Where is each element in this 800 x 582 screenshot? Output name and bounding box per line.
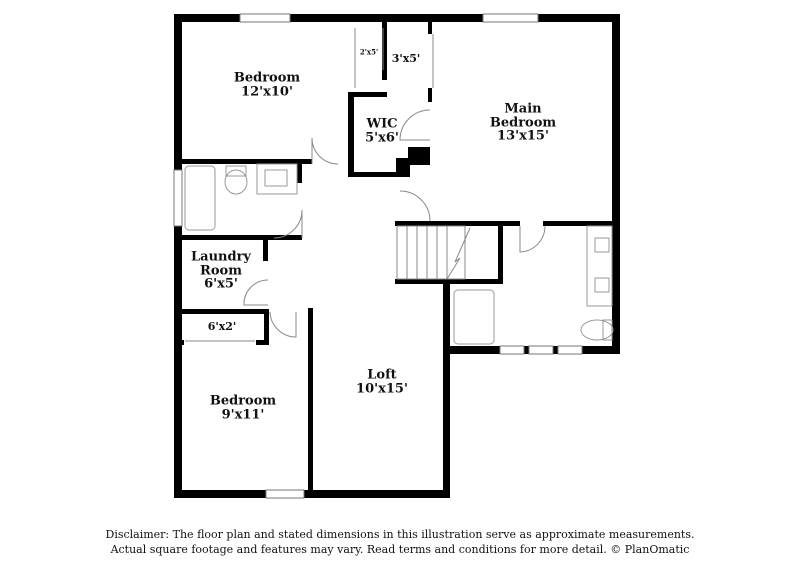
room-main-bedroom: Main Bedroom 13'x15' <box>489 101 557 144</box>
closet-3x5: 3'x5' <box>392 53 421 65</box>
disclaimer-line-1: Disclaimer: The floor plan and stated di… <box>105 528 695 541</box>
room-dims: 3'x5' <box>391 52 421 66</box>
room-dims: 13'x15' <box>497 128 549 144</box>
room-wic: WIC 5'x6' <box>365 117 399 144</box>
closet-6x2: 6'x2' <box>208 321 237 333</box>
room-name: Bedroom <box>233 70 301 86</box>
room-dims: 2'x5' <box>359 47 379 57</box>
closet-2x5: 2'x5' <box>359 47 379 57</box>
fixtures <box>184 163 614 345</box>
room-bedroom-2: Bedroom 9'x11' <box>210 394 276 421</box>
room-dims: 6'x5' <box>204 276 238 292</box>
stairs <box>396 225 471 280</box>
room-name: Bedroom <box>209 393 277 409</box>
room-dims: 9'x11' <box>221 407 265 422</box>
windows <box>173 13 583 499</box>
room-dims: 5'x6' <box>365 130 399 145</box>
room-name-line1: Laundry <box>191 249 251 265</box>
room-name-line1: Main <box>504 101 542 117</box>
room-bedroom-1: Bedroom 12'x10' <box>234 71 300 98</box>
disclaimer-line-2: Actual square footage and features may v… <box>110 543 690 556</box>
room-dims: 6'x2' <box>207 320 237 334</box>
room-laundry: Laundry Room 6'x5' <box>191 249 251 292</box>
doors <box>185 28 546 342</box>
room-name: WIC <box>366 116 398 132</box>
room-name: Loft <box>367 367 397 383</box>
room-name-line2: Room <box>200 263 242 279</box>
room-loft: Loft 10'x15' <box>356 368 408 395</box>
interior-walls <box>174 14 620 498</box>
room-dims: 10'x15' <box>356 381 408 396</box>
room-dims: 12'x10' <box>241 84 293 99</box>
disclaimer: Disclaimer: The floor plan and stated di… <box>0 527 800 557</box>
room-name-line2: Bedroom <box>489 115 557 131</box>
